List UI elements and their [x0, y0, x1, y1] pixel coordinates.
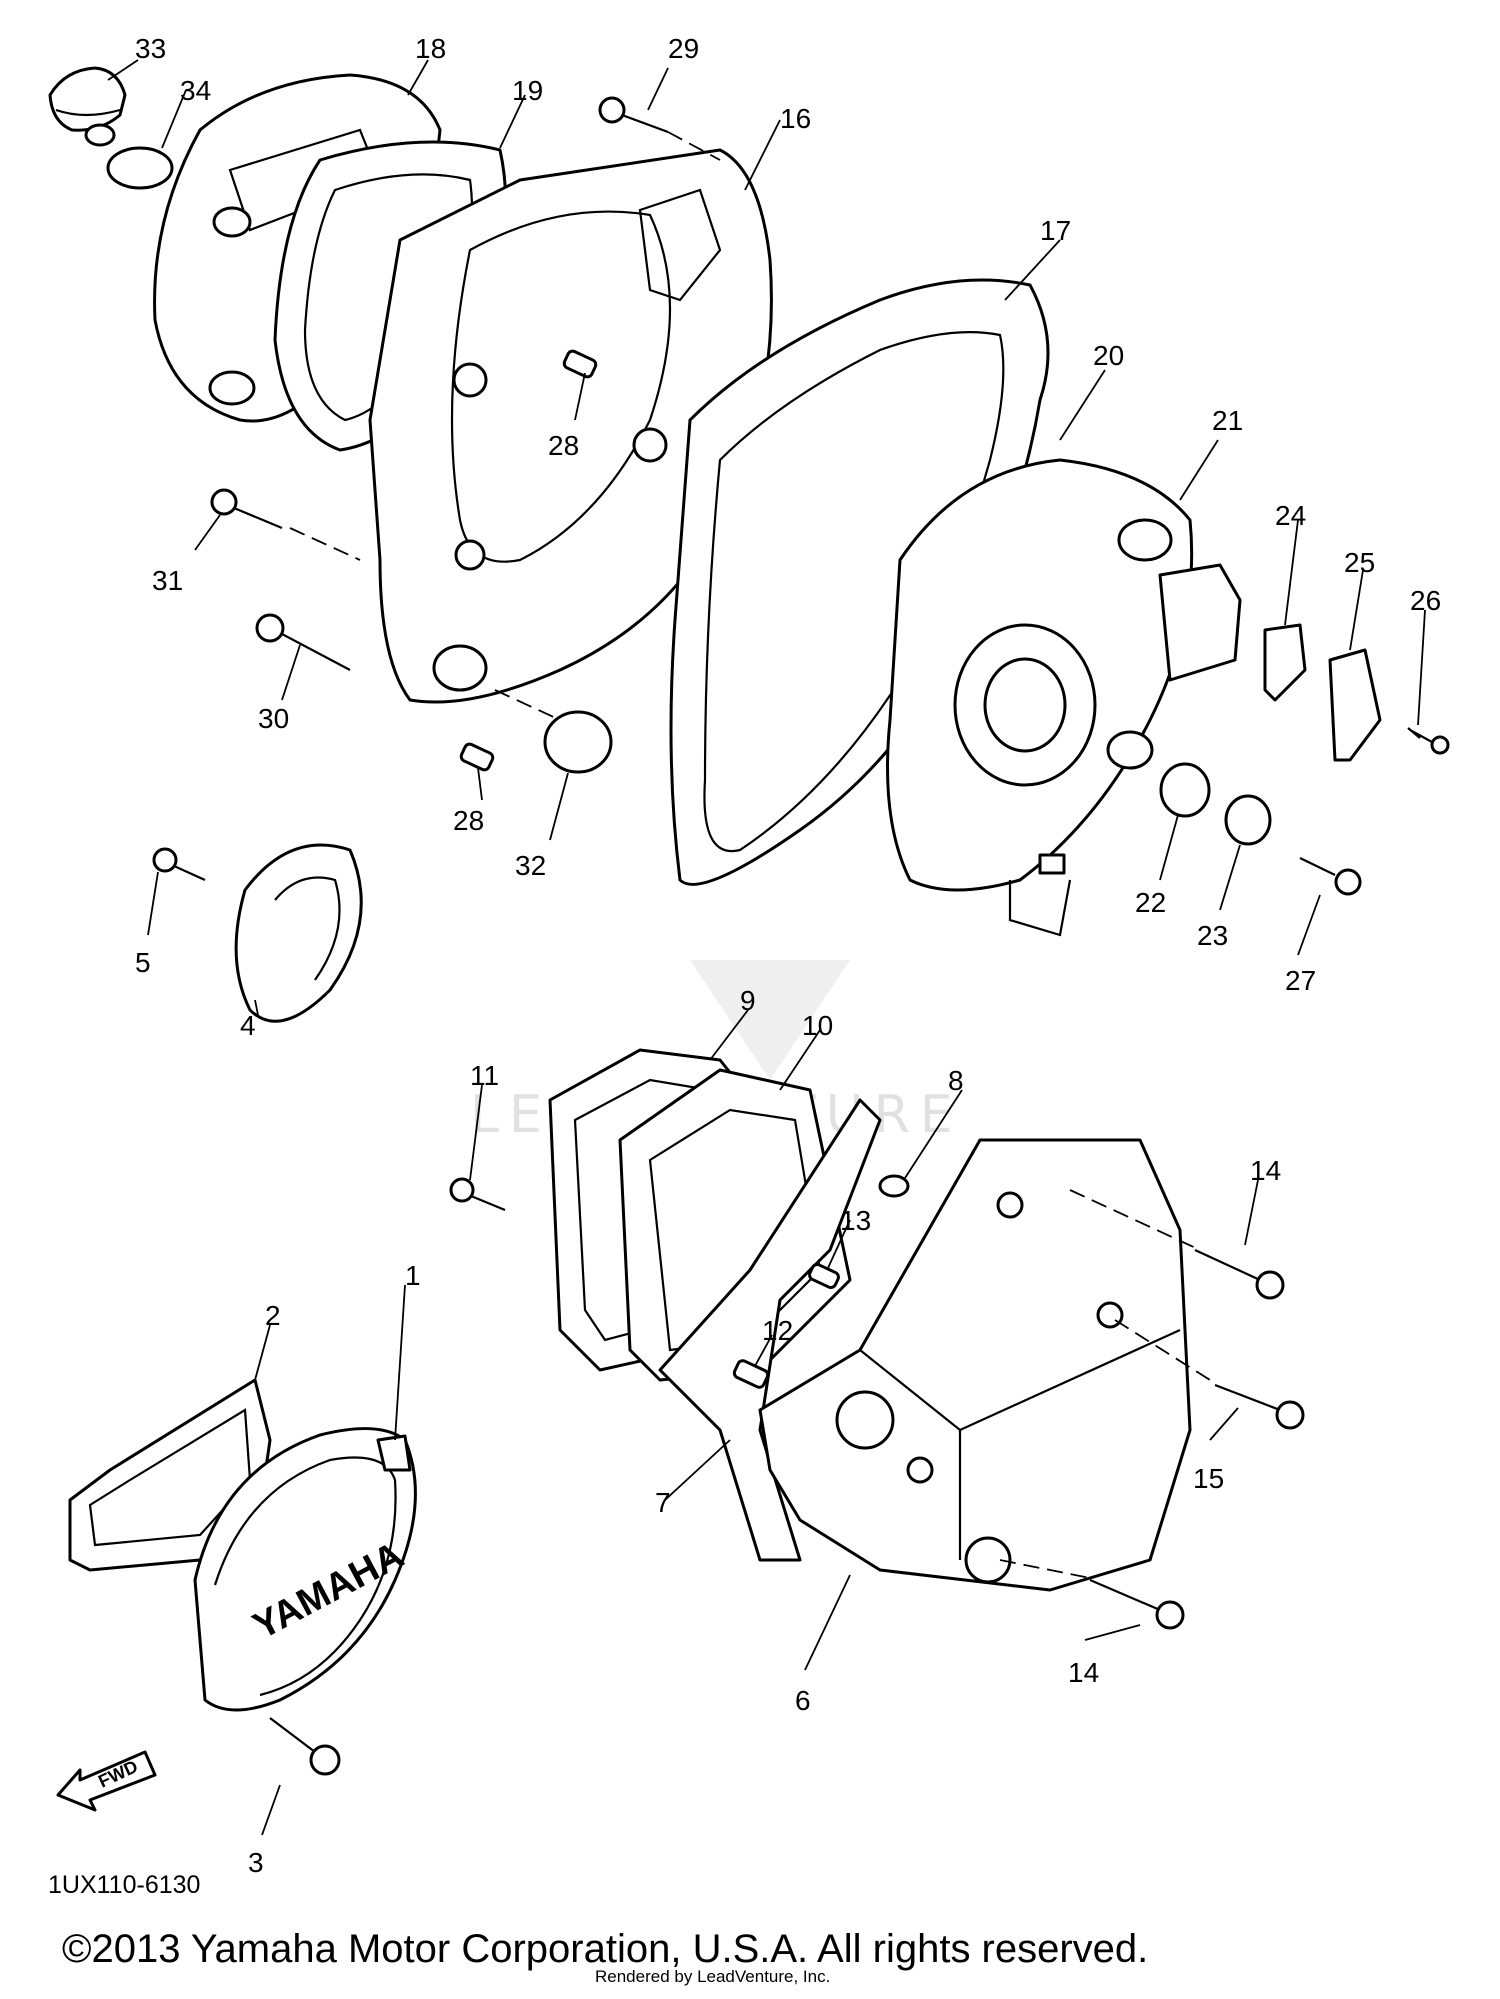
part-bolt-11: [449, 1177, 506, 1212]
callout-24: 24: [1275, 500, 1306, 531]
callout-5: 5: [135, 947, 151, 978]
callout-19: 19: [512, 75, 543, 106]
callout-6: 6: [795, 1685, 811, 1716]
callout-28b: 28: [453, 805, 484, 836]
part-o-ring: [106, 146, 174, 190]
callout-25: 25: [1344, 547, 1375, 578]
callout-22: 22: [1135, 887, 1166, 918]
part-gasket-7: [658, 1098, 882, 1562]
part-generator-cover: [886, 458, 1242, 937]
part-crankcase-cover: [368, 148, 773, 704]
part-dowel-28a: [562, 349, 598, 379]
callout-8: 8: [948, 1065, 964, 1096]
callout-30: 30: [258, 703, 289, 734]
part-bolt-14a: [1194, 1249, 1285, 1300]
callout-14b: 14: [1068, 1657, 1099, 1688]
part-plug-23: [1224, 794, 1272, 846]
callout-9: 9: [740, 985, 756, 1016]
callout-14a: 14: [1250, 1155, 1281, 1186]
callout-2: 2: [265, 1300, 281, 1331]
callout-34: 34: [180, 75, 211, 106]
part-bolt-27: [1299, 857, 1362, 896]
part-clamp-plate: [1328, 648, 1382, 762]
callout-29: 29: [668, 33, 699, 64]
callout-23: 23: [1197, 920, 1228, 951]
callout-15: 15: [1193, 1463, 1224, 1494]
part-washer-8: [878, 1174, 910, 1198]
leader-lines: [107, 59, 1426, 1836]
part-sprocket-cover: [758, 1138, 1192, 1592]
part-rotor-cover: [234, 843, 363, 1023]
part-bolt-30: [255, 613, 351, 671]
callout-11: 11: [470, 1060, 499, 1091]
part-dowel-28b: [459, 742, 495, 772]
callout-28a: 28: [548, 430, 579, 461]
callout-27: 27: [1285, 965, 1316, 996]
copyright-notice: ©2013 Yamaha Motor Corporation, U.S.A. A…: [62, 1927, 1148, 1971]
part-plug-22: [1159, 762, 1211, 818]
callout-18: 18: [415, 33, 446, 64]
part-dowel-13: [808, 1262, 840, 1290]
part-bolt-31: [210, 488, 283, 530]
callout-4: 4: [240, 1010, 256, 1041]
callout-17: 17: [1040, 215, 1071, 246]
part-bolt-5: [152, 847, 206, 882]
fwd-arrow-icon: FWD: [56, 1750, 157, 1812]
part-oil-filler-cap: [48, 66, 127, 147]
callout-16: 16: [780, 103, 811, 134]
callout-21: 21: [1212, 405, 1243, 436]
callout-10: 10: [802, 1010, 833, 1041]
part-bolt-29: [598, 96, 669, 134]
part-plug-32: [543, 710, 613, 774]
callout-3: 3: [248, 1847, 264, 1878]
callout-33: 33: [135, 33, 166, 64]
diagram-code: 1UX110-6130: [48, 1871, 200, 1899]
callouts: 33 34 18 19 29 16 28 17 20 21 31 30 28 3…: [135, 33, 1441, 1878]
part-cable-guide: [1263, 623, 1307, 702]
part-bolt-15: [1214, 1383, 1305, 1430]
watermark-logo-icon: [690, 960, 850, 1080]
part-bolt-14b: [1089, 1578, 1185, 1630]
callout-32: 32: [515, 850, 546, 881]
rendered-by-notice: Rendered by LeadVenture, Inc.: [595, 1967, 830, 1986]
callout-1: 1: [405, 1260, 421, 1291]
callout-12: 12: [762, 1315, 793, 1346]
callout-26: 26: [1410, 585, 1441, 616]
callout-31: 31: [152, 565, 183, 596]
part-bolt-3: [269, 1717, 341, 1776]
callout-7: 7: [655, 1487, 671, 1518]
part-screw-26: [1407, 727, 1433, 743]
callout-13: 13: [840, 1205, 871, 1236]
callout-20: 20: [1093, 340, 1124, 371]
